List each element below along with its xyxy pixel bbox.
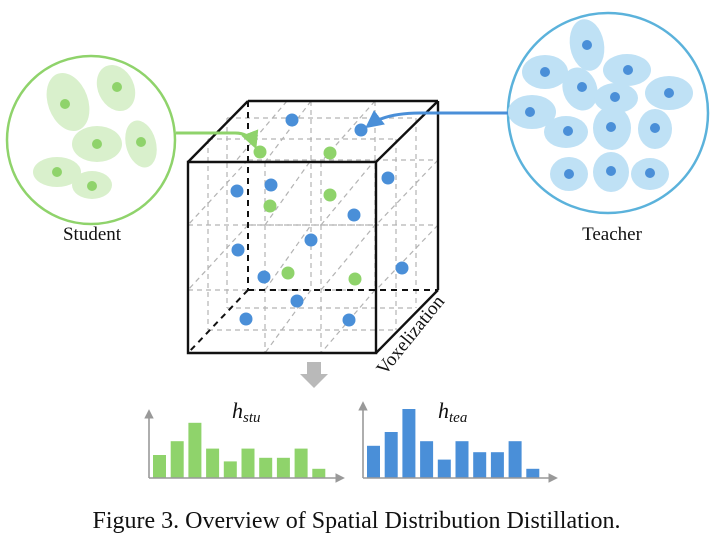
teacher-point — [577, 82, 587, 92]
student-hist-bar — [188, 422, 202, 478]
student-cluster — [5, 54, 177, 226]
teacher-point — [525, 107, 535, 117]
down-arrow-icon — [300, 362, 328, 388]
teacher-point — [564, 169, 574, 179]
teacher-point — [606, 166, 616, 176]
student-hist-bar — [276, 457, 290, 478]
teacher-voxel-point — [264, 178, 278, 192]
student-point — [60, 99, 70, 109]
student-point — [52, 167, 62, 177]
teacher-hist-label: htea — [438, 398, 467, 426]
teacher-voxel-point — [257, 270, 271, 284]
teacher-point — [606, 122, 616, 132]
teacher-hist-bar — [437, 459, 451, 478]
teacher-voxel-point — [231, 243, 245, 257]
student-voxel-point — [323, 146, 337, 160]
voxel-cube — [186, 99, 440, 355]
teacher-hist-bar — [420, 441, 434, 478]
teacher-point — [610, 92, 620, 102]
student-histogram: hstu — [144, 398, 345, 483]
teacher-voxel-point — [285, 113, 299, 127]
student-point — [136, 137, 146, 147]
student-hist-bar — [206, 448, 220, 478]
teacher-voxel-point — [290, 294, 304, 308]
teacher-bars — [367, 409, 540, 478]
teacher-voxel-point — [395, 261, 409, 275]
teacher-hist-bar — [490, 452, 504, 478]
teacher-cluster — [506, 11, 710, 215]
student-arrow — [176, 129, 259, 150]
student-point — [92, 139, 102, 149]
student-point — [112, 82, 122, 92]
teacher-label: Teacher — [582, 224, 643, 245]
teacher-point — [540, 67, 550, 77]
teacher-hist-bar — [455, 441, 469, 478]
teacher-point — [563, 126, 573, 136]
student-point — [87, 181, 97, 191]
student-hist-bar — [294, 448, 308, 478]
student-bars — [153, 422, 326, 478]
teacher-arrow — [365, 110, 508, 129]
teacher-voxel-point — [239, 312, 253, 326]
figure-caption: Figure 3. Overview of Spatial Distributi… — [92, 508, 621, 534]
teacher-point — [664, 88, 674, 98]
student-voxel-point — [281, 266, 295, 280]
teacher-point — [650, 123, 660, 133]
teacher-voxel-point — [354, 123, 368, 137]
teacher-voxel-point — [347, 208, 361, 222]
student-label: Student — [63, 224, 122, 245]
student-hist-bar — [223, 461, 237, 478]
student-voxel-point — [323, 188, 337, 202]
student-hist-bar — [259, 457, 273, 478]
teacher-point — [582, 40, 592, 50]
voxelization-label: Voxelization — [373, 291, 450, 379]
teacher-voxel-point — [342, 313, 356, 327]
teacher-hist-bar — [402, 409, 416, 478]
teacher-voxel-point — [381, 171, 395, 185]
student-voxel-point — [253, 145, 267, 159]
teacher-hist-bar — [473, 452, 487, 478]
teacher-voxel-point — [304, 233, 318, 247]
student-voxel-point — [348, 272, 362, 286]
student-voxel-point — [263, 199, 277, 213]
teacher-voxel-point — [230, 184, 244, 198]
teacher-histogram: htea — [358, 398, 558, 483]
voxel-points — [230, 113, 409, 327]
teacher-point — [623, 65, 633, 75]
teacher-hist-bar — [526, 468, 540, 478]
teacher-point — [645, 168, 655, 178]
student-hist-bar — [153, 455, 166, 478]
student-hist-bar — [241, 448, 255, 478]
student-hist-label: hstu — [232, 398, 261, 426]
teacher-hist-bar — [508, 441, 522, 478]
cube-hidden-edges — [187, 101, 438, 354]
teacher-hist-bar — [384, 432, 398, 478]
student-hist-bar — [312, 468, 326, 478]
cube-edges — [186, 99, 440, 355]
student-hist-bar — [170, 441, 184, 478]
teacher-hist-bar — [367, 445, 380, 478]
